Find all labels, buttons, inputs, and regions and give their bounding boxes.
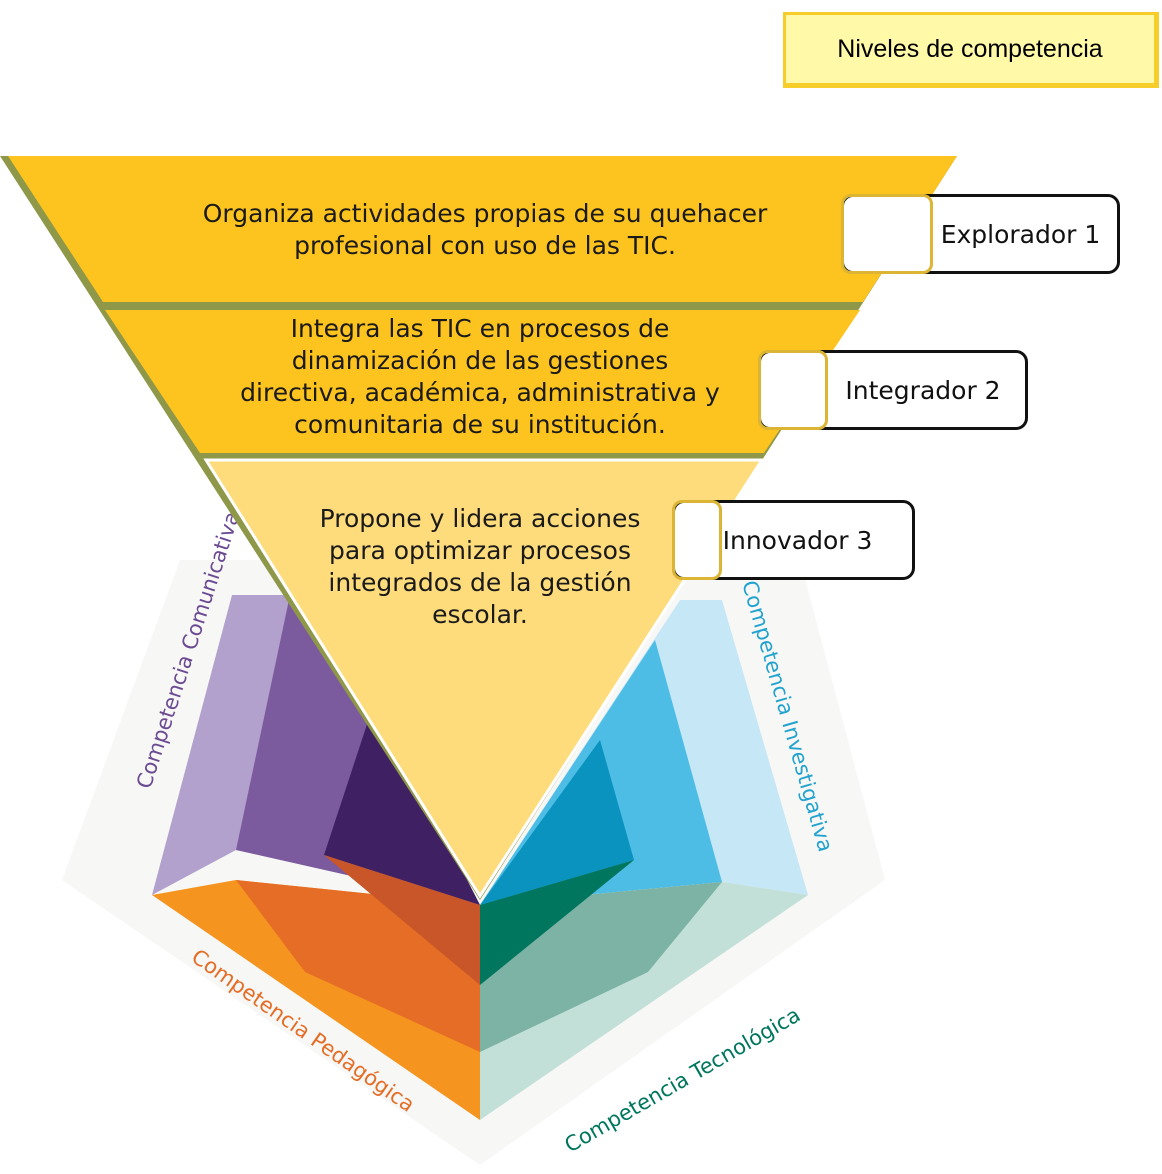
title-text: Niveles de competencia (837, 34, 1103, 63)
level-2-line-3: directiva, académica, administrativa y (240, 378, 720, 407)
level-3-line-4: escolar. (432, 600, 528, 629)
investigative-inner-band (480, 740, 634, 905)
level-3-label-accent (672, 500, 722, 580)
level-3-label-box: Innovador 3 (672, 500, 915, 580)
level-1-band (8, 156, 957, 302)
level-1-label-accent (841, 194, 933, 274)
level-3-line-3: integrados de la gestión (328, 568, 632, 597)
level-1-line-1: Organiza actividades propias de su queha… (202, 199, 768, 228)
level-3-line-1: Propone y lidera acciones (319, 504, 641, 533)
level-1-label: Explorador 1 (940, 219, 1101, 249)
level-3-line-2: para optimizar procesos (329, 536, 631, 565)
pedagogical-inner-band (324, 855, 480, 985)
level-2-band (105, 310, 860, 453)
communicative-inner-band (324, 700, 480, 905)
level-2-line-2: dinamización de las gestiones (291, 346, 669, 375)
level-3-band (203, 458, 765, 899)
level-2-label-accent (758, 350, 828, 430)
level-3-description: Propone y lidera acciones para optimizar… (290, 503, 670, 631)
level-2-label: Integrador 2 (845, 375, 1001, 405)
level-2-line-1: Integra las TIC en procesos de (290, 314, 670, 343)
level-2-label-box: Integrador 2 (758, 350, 1028, 430)
level-2-line-4: comunitaria de su institución. (294, 410, 666, 439)
level-1-description: Organiza actividades propias de su queha… (170, 198, 800, 262)
technological-inner-band (480, 860, 634, 985)
level-1-label-box: Explorador 1 (841, 194, 1120, 274)
title-box: Niveles de competencia (783, 12, 1159, 88)
level-1-line-2: profesional con uso de las TIC. (294, 231, 676, 260)
level-2-description: Integra las TIC en procesos de dinamizac… (210, 313, 750, 441)
level-3-label: Innovador 3 (722, 525, 873, 555)
